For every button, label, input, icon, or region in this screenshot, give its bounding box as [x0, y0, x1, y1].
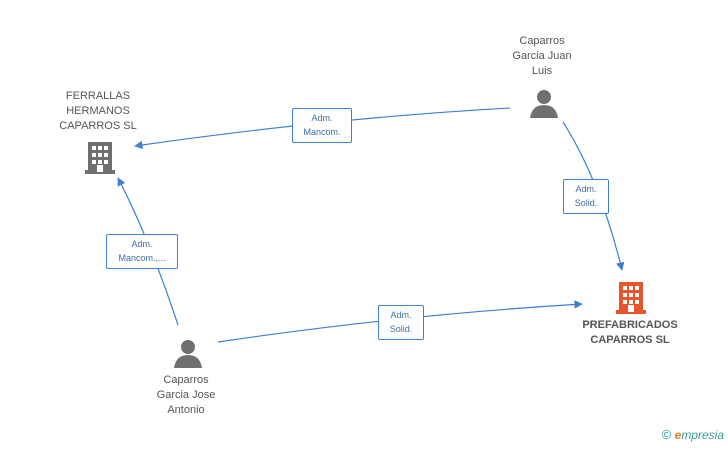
edge-label-adm-mancom-etc[interactable]: Adm. Mancom.,... [106, 234, 178, 269]
footer-brand: © empresia [662, 427, 724, 442]
brand-name: mpresia [681, 428, 724, 442]
edge-label-adm-solid[interactable]: Adm. Solid. [563, 179, 609, 214]
person-icon[interactable] [529, 88, 559, 118]
edge-label-adm-solid[interactable]: Adm. Solid. [378, 305, 424, 340]
copyright-symbol: © [661, 427, 672, 442]
building-icon-highlight[interactable] [615, 280, 647, 314]
edge-label-adm-mancom[interactable]: Adm. Mancom. [292, 108, 352, 143]
node-label-ferrallas: FERRALLAS HERMANOS CAPARROS SL [59, 90, 137, 132]
node-label-juan-luis: Caparros Garcia Juan Luis [512, 35, 572, 77]
node-label-prefabricados: PREFABRICADOS CAPARROS SL [582, 319, 678, 346]
node-label-jose-antonio: Caparros Garcia Jose Antonio [156, 374, 216, 416]
brand-logo-e: e [674, 428, 682, 442]
person-icon[interactable] [173, 338, 203, 368]
building-icon[interactable] [84, 140, 116, 174]
